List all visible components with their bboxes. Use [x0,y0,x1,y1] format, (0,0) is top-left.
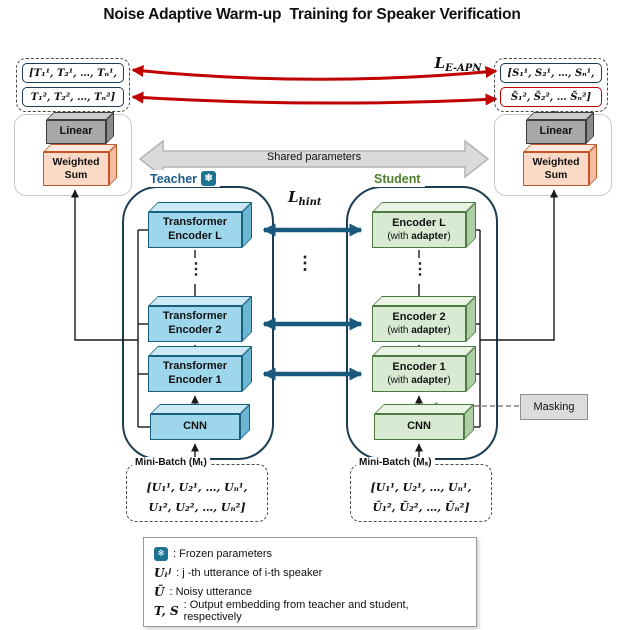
loss-hint: Lhint [288,188,322,208]
student-linear-box: Linear [526,112,594,144]
teacher-cnn-label: CNN [183,420,207,433]
teacher-linear-box: Linear [46,112,114,144]
teacher-encoder-1-line2: Encoder 1 [168,374,222,386]
student-encoder-2-box: Encoder 2 (with adapter) [372,296,476,342]
teacher-encoder-L-box: Transformer Encoder L [148,202,252,248]
figure-title: Noise Adaptive Warm-up Training for Spea… [103,6,521,23]
box-top-face [523,144,597,152]
student-label-text: Student [374,171,421,186]
e-apn-arrows [131,65,498,106]
student-encoder-1-box: Encoder 1 (with adapter) [372,346,476,392]
teacher-encoder-2-box: Transformer Encoder 2 [148,296,252,342]
box-top-face [43,144,117,152]
box-top-face [526,112,594,120]
teacher-encoder-L-line1: Transformer [162,216,228,229]
teacher-encoder-2-line1: Transformer [162,310,228,323]
student-encoder-2-line2: (with adapter) [387,324,451,336]
student-cnn-box: CNN [374,404,474,440]
loss-hint-symbol: L [288,188,299,206]
student-encoder-L-line2: (with adapter) [387,230,451,242]
box-top-face [148,296,252,306]
student-encoder-L-box: Encoder L (with adapter) [372,202,476,248]
middle-ellipsis: ⋮ [296,253,314,273]
student-encoder-1-line1: Encoder 1 [392,361,446,374]
student-encoder-L-line1: Encoder L [392,217,446,230]
student-group-label: Student [370,170,425,187]
legend-row-frozen: ❄ : Frozen parameters [154,544,466,563]
teacher-minibatch-line2: U₁², U₂², …, Uₙ²] [148,500,246,514]
box-top-face [372,296,476,306]
teacher-embedding-1: [T₁¹, T₂¹, …, Tₙ¹, [22,63,124,83]
legend-row-embedding: T, S : Output embedding from teacher and… [154,598,466,623]
loss-e-apn: LE-APN [420,54,496,74]
shared-parameters-label: Shared parameters [266,151,362,163]
legend-noisy-desc: : Noisy utterance [169,585,253,598]
student-encoder-2-line1: Encoder 2 [392,311,446,324]
student-minibatch-line2: Ũ₁², Ũ₂², …, Ũₙ²] [372,500,470,514]
legend-embedding-symbol: T, S [154,603,179,618]
student-embedding-2: S̃₁², S̃₂², … S̃ₙ²] [500,87,602,107]
student-linear-label: Linear [539,125,573,138]
student-ellipsis: ⋮ [412,261,428,278]
student-embedding-group: [S₁¹, S₂¹, …, Sₙ¹, S̃₁², S̃₂², … S̃ₙ²] [494,58,608,112]
student-encoder-1-line2: (with adapter) [387,374,451,386]
legend-row-noisy: Ũ : Noisy utterance [154,582,466,601]
legend-utterance-symbol: Uᵢʲ [154,565,172,580]
box-top-face [46,112,114,120]
legend-box: ❄ : Frozen parameters Uᵢʲ : j -th uttera… [143,537,477,627]
teacher-encoder-L-line2: Encoder L [168,230,222,242]
box-top-face [374,404,474,414]
box-top-face [148,202,252,212]
teacher-encoder-1-line1: Transformer [162,360,228,373]
loss-e-apn-sub: E-APN [445,63,482,74]
teacher-ellipsis: ⋮ [188,261,204,278]
teacher-weighted-sum-box: Weighted Sum [43,144,117,186]
teacher-encoder-1-box: Transformer Encoder 1 [148,346,252,392]
legend-row-utterance: Uᵢʲ : j -th utterance of i-th speaker [154,563,466,582]
box-top-face [372,346,476,356]
teacher-encoder-2-line2: Encoder 2 [168,324,222,336]
teacher-embedding-2: T₁², T₂², …, Tₙ²] [22,87,124,107]
teacher-minibatch-line1: [U₁¹, U₂¹, …, Uₙ¹, [146,480,248,494]
student-minibatch-label: Mini-Batch (Mₛ) [356,457,435,468]
teacher-linear-label: Linear [59,125,93,138]
student-cnn-label: CNN [407,420,431,433]
legend-noisy-symbol: Ũ [154,584,165,599]
loss-e-apn-symbol: L [434,54,446,72]
teacher-minibatch-label: Mini-Batch (Mₜ) [132,457,210,468]
box-top-face [148,346,252,356]
teacher-weighted-sum-label: Weighted Sum [52,155,100,181]
legend-utterance-desc: : j -th utterance of i-th speaker [176,566,323,579]
frozen-icon: ❄ [154,546,168,561]
student-weighted-sum-label: Weighted Sum [532,155,580,181]
legend-embedding-desc: : Output embedding from teacher and stud… [183,598,409,623]
box-top-face [372,202,476,212]
masking-label: Masking [533,401,575,413]
masking-box: Masking [520,394,588,420]
teacher-group-label: Teacher ❄ [146,170,221,187]
loss-hint-sub: hint [298,197,322,208]
student-minibatch-line1: [U₁¹, U₂¹, …, Uₙ¹, [370,480,472,494]
box-top-face [150,404,250,414]
frozen-icon: ❄ [201,171,217,186]
teacher-embedding-group: [T₁¹, T₂¹, …, Tₙ¹, T₁², T₂², …, Tₙ²] [16,58,130,112]
student-minibatch-box: [U₁¹, U₂¹, …, Uₙ¹, Ũ₁², Ũ₂², …, Ũₙ²] [350,464,492,522]
teacher-cnn-box: CNN [150,404,250,440]
student-weighted-sum-box: Weighted Sum [523,144,597,186]
teacher-minibatch-box: [U₁¹, U₂¹, …, Uₙ¹, U₁², U₂², …, Uₙ²] [126,464,268,522]
teacher-label-text: Teacher [150,171,198,186]
legend-frozen-desc: : Frozen parameters [173,547,273,560]
student-embedding-1: [S₁¹, S₂¹, …, Sₙ¹, [500,63,602,83]
